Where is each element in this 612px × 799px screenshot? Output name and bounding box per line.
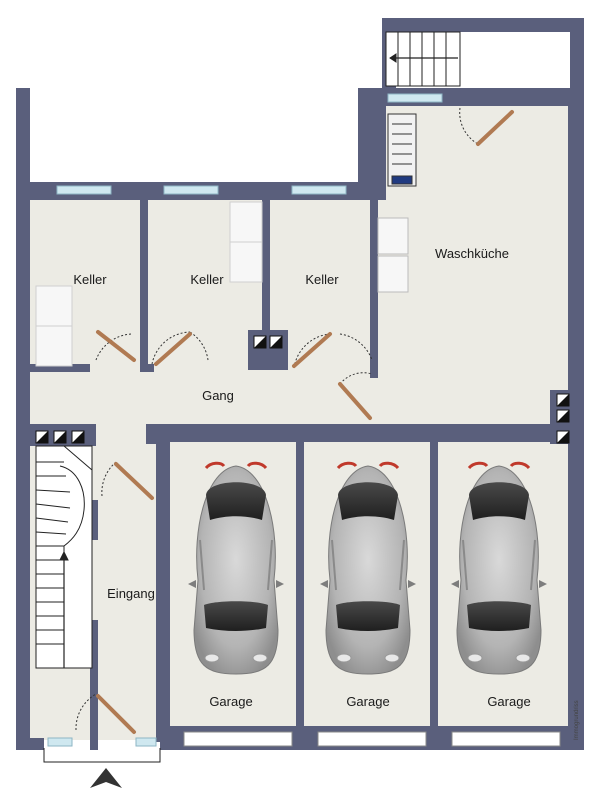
windows bbox=[47, 93, 443, 747]
room-label-garage-2: Garage bbox=[346, 694, 389, 709]
room-label-garage-1: Garage bbox=[209, 694, 252, 709]
credit-text: Immogrundriss bbox=[574, 700, 580, 740]
storage-shelves bbox=[35, 201, 263, 367]
ladder-icon bbox=[387, 113, 417, 187]
entrance-marker bbox=[43, 748, 161, 788]
room-label-keller-3: Keller bbox=[305, 272, 339, 287]
washing-machine-icon bbox=[377, 217, 409, 293]
garage-doors bbox=[183, 731, 561, 747]
room-label-garage-3: Garage bbox=[487, 694, 530, 709]
doors bbox=[75, 107, 514, 734]
room-label-waschkueche: Waschküche bbox=[435, 246, 509, 261]
room-label-eingang: Eingang bbox=[107, 586, 155, 601]
room-label-keller-2: Keller bbox=[190, 272, 224, 287]
staircase-icon bbox=[385, 31, 461, 87]
entrance-arrow-icon bbox=[90, 768, 122, 788]
staircase-icon bbox=[35, 445, 93, 669]
room-label-gang: Gang bbox=[202, 388, 234, 403]
room-labels: Keller Keller Keller Waschküche Gang Ein… bbox=[73, 246, 580, 740]
room-label-keller-1: Keller bbox=[73, 272, 107, 287]
